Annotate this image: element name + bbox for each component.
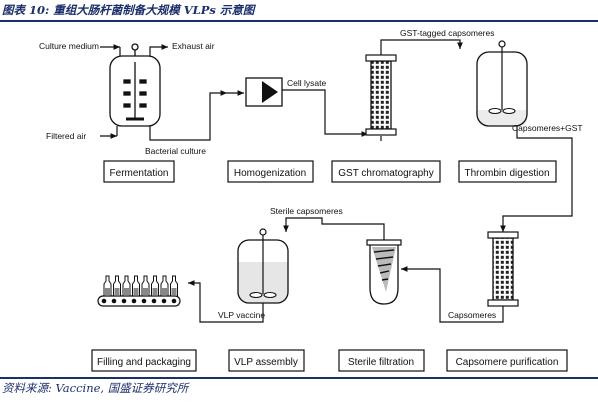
thrombin-lines (500, 126, 573, 232)
step-thrombin-digestion: Thrombin digestion (464, 168, 549, 179)
conveyor-roller (151, 298, 157, 304)
label-bacterial-culture: Bacterial culture (145, 146, 206, 156)
step-box-capsomere-purification: Capsomere purification (446, 349, 568, 372)
step-box-filling-packaging: Filling and packaging (91, 349, 197, 372)
top-rule (0, 20, 598, 22)
homogenizer-icon (245, 77, 283, 107)
step-box-thrombin-digestion: Thrombin digestion (458, 160, 557, 183)
step-filling-packaging: Filling and packaging (97, 357, 191, 368)
label-sterile-capsomeres: Sterile capsomeres (270, 206, 343, 216)
fermenter-lines (100, 44, 227, 141)
vial-liquid (133, 288, 139, 295)
label-cell-lysate: Cell lysate (287, 78, 326, 88)
purification-column (487, 231, 519, 307)
gst-lines (380, 39, 463, 141)
vial-liquid (171, 288, 177, 295)
step-box-vlp-assembly: VLP assembly (228, 349, 305, 372)
step-box-gst-chromatography: GST chromatography (331, 160, 441, 183)
label-vlp-vaccine: VLP vaccine (218, 310, 265, 320)
vial-liquid (114, 288, 120, 295)
step-capsomere-purification: Capsomere purification (456, 357, 559, 368)
vial-liquid (105, 288, 110, 295)
vial-liquid (162, 288, 167, 295)
vlp-assembly-reactor (237, 228, 289, 304)
label-filtered-air: Filtered air (46, 131, 86, 141)
conveyor-roller (101, 298, 107, 304)
thrombin-reactor (476, 40, 528, 127)
purification-lines (401, 266, 504, 323)
step-box-homogenization: Homogenization (227, 160, 314, 183)
fermenter-vessel (109, 43, 161, 127)
vial-liquid (152, 288, 158, 295)
sterile-filter (366, 239, 402, 305)
conveyor-roller (121, 298, 127, 304)
figure-title: 图表 10: 重组大肠杆菌制备大规模 VLPs 示意图 (2, 3, 255, 17)
vlp-lines (188, 280, 264, 323)
vial-bottles (103, 275, 178, 297)
step-sterile-filtration: Sterile filtration (348, 357, 414, 368)
label-capsomeres-gst: Capsomeres+GST (512, 123, 583, 133)
figure-source: 资料来源: Vaccine, 国盛证券研究所 (2, 381, 189, 395)
conveyor-roller (161, 298, 167, 304)
filter-lines (283, 217, 385, 240)
step-box-sterile-filtration: Sterile filtration (338, 349, 425, 372)
vial-liquid (143, 288, 148, 295)
conveyor-roller (111, 298, 117, 304)
label-capsomeres: Capsomeres (448, 310, 496, 320)
conveyor-roller (141, 298, 147, 304)
bottom-rule (0, 377, 598, 379)
conveyor-rollers (101, 298, 177, 304)
label-gst-tagged-capsomeres: GST-tagged capsomeres (400, 28, 495, 38)
step-homogenization: Homogenization (234, 168, 306, 179)
vial-liquid (124, 288, 129, 295)
conveyor-roller (171, 298, 177, 304)
gst-column (365, 54, 397, 136)
filling-line (97, 275, 181, 307)
step-box-fermentation: Fermentation (103, 160, 175, 183)
homogenizer-lines (227, 89, 368, 137)
conveyor-roller (131, 298, 137, 304)
label-exhaust-air: Exhaust air (172, 41, 215, 51)
label-culture-medium: Culture medium (39, 41, 99, 51)
step-gst-chromatography: GST chromatography (338, 168, 433, 179)
step-fermentation: Fermentation (110, 168, 169, 179)
step-vlp-assembly: VLP assembly (234, 357, 298, 368)
